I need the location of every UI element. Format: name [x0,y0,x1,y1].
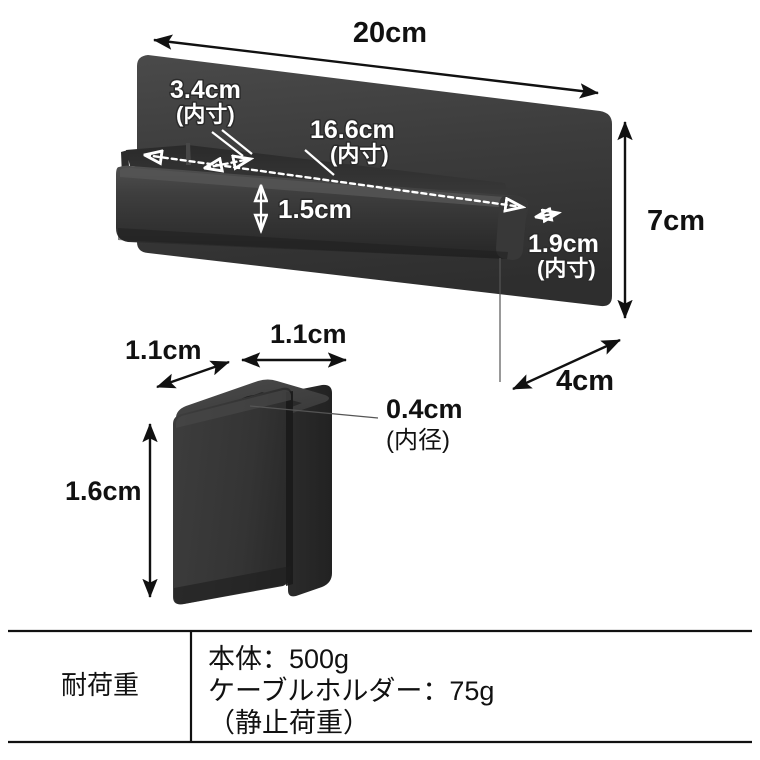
spec-table: 耐荷重 本体：500g ケーブルホルダー：75g （静止荷重） [8,629,752,744]
dim-arrow-inner-width [145,155,522,207]
table-value-1: ケーブルホルダー：75g [208,676,494,706]
dim-arrow-shelf-depth [512,338,621,391]
cable-holder-illustration [173,379,332,605]
holder-bottom-shade [174,566,291,605]
dim-label-shelf-width: 20cm [353,17,427,49]
dim-label-inner-width: 16.6cm [310,116,395,144]
dim-label-holder-height: 1.6cm [65,476,142,506]
dim-label-inner-lip-note: (内寸) [537,256,596,281]
dim-arrow-shelf-width [153,34,599,99]
dim-label-inner-width-note: (内寸) [330,142,389,167]
dim-label-lip-height: 1.5cm [278,194,352,224]
dim-label-inner-depth: 3.4cm [170,76,241,104]
holder-back-slab [288,384,332,597]
holder-front-face [173,387,292,605]
dim-label-inner-lip: 1.9cm [528,230,599,258]
leader-line-hole-diameter [249,405,379,419]
dim-label-inner-depth-note: (内寸) [176,102,235,127]
dim-label-shelf-depth: 4cm [556,365,614,397]
dim-label-hole-diameter-note: (内径) [386,427,450,454]
dim-arrow-holder-depth [156,360,230,389]
dim-arrow-inner-lip [536,213,558,217]
dim-label-holder-depth: 1.1cm [125,335,202,365]
table-value-0: 本体：500g [208,644,349,674]
leader-line-inner-width [304,149,335,176]
table-row-label: 耐荷重 [61,670,139,700]
dim-label-shelf-height: 7cm [647,205,705,237]
holder-seam [286,391,293,586]
table-value-2: （静止荷重） [208,708,370,738]
holder-front-highlight [176,389,291,428]
shelf-rail-shadow [118,228,508,259]
dim-label-hole-diameter: 0.4cm [386,394,463,424]
dim-label-holder-width: 1.1cm [270,319,347,349]
